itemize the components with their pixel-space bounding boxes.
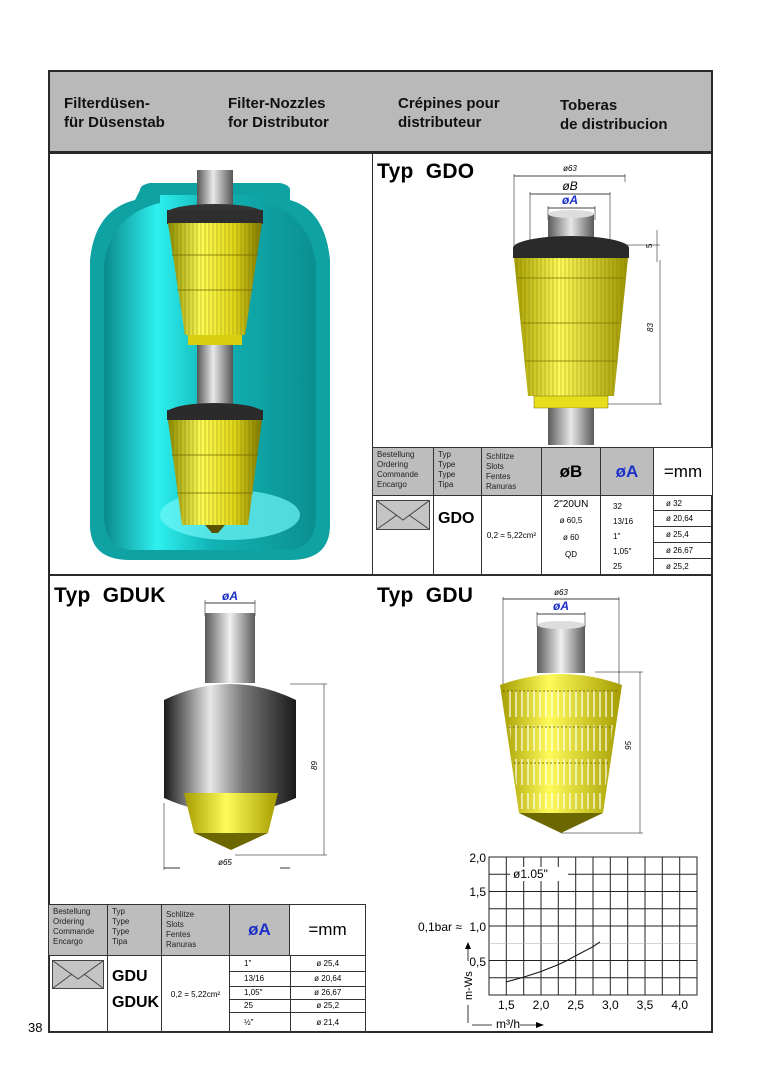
svg-text:1,5: 1,5: [498, 998, 515, 1012]
header-es-line1: Toberas: [560, 97, 618, 114]
chart-bar-note: 0,1bar ≈: [418, 920, 462, 934]
chart-series-line: [506, 941, 601, 983]
gduk-title-model: GDUK: [102, 584, 166, 607]
svg-text:ø65: ø65: [218, 858, 232, 867]
page-header-band: Filterdüsen- für Düsenstab Filter-Nozzle…: [48, 70, 713, 153]
svg-text:3,5: 3,5: [637, 998, 654, 1012]
envelope-icon: [52, 960, 104, 989]
svg-text:øB: øB: [562, 179, 577, 193]
gdu-title-prefix: Typ: [377, 584, 414, 607]
pressure-loss-chart: ø1.05" 2,0 1,5 1,0 0,5 0,1bar ≈ 1,5 2,0 …: [418, 851, 698, 1031]
gdo-order-cell: [372, 495, 434, 575]
svg-text:øA: øA: [222, 589, 238, 603]
header-title-en: Filter-Nozzles for Distributor: [228, 94, 329, 132]
svg-text:4,0: 4,0: [671, 998, 688, 1012]
svg-text:95: 95: [624, 741, 633, 750]
gdo-header-a: øA: [600, 447, 654, 496]
gduk-title-prefix: Typ: [54, 584, 91, 607]
svg-text:2,0: 2,0: [469, 851, 486, 865]
svg-text:ø63: ø63: [563, 164, 577, 173]
divider-horizontal: [48, 574, 713, 576]
svg-text:1,5: 1,5: [469, 885, 486, 899]
gduk-title: Typ GDUK: [54, 584, 178, 608]
gdu-title: Typ GDU: [377, 584, 485, 608]
gdu-slots-value: 0,2 = 5,22cm²: [161, 955, 230, 1033]
chart-x-ticks: 1,5 2,0 2,5 3,0 3,5 4,0: [498, 998, 688, 1012]
gdo-header-mm: =mm: [653, 447, 713, 496]
svg-text:2,0: 2,0: [533, 998, 550, 1012]
gduk-drawing: øA 89 ø65: [163, 589, 327, 870]
gdu-drawing: ø63 øA 95: [500, 588, 643, 834]
divider-vertical-top: [372, 153, 373, 576]
svg-text:83: 83: [646, 323, 655, 332]
header-en-line1: Filter-Nozzles: [228, 95, 326, 112]
chart-x-label: m³/h: [496, 1017, 520, 1031]
svg-text:2,5: 2,5: [567, 998, 584, 1012]
svg-text:øA: øA: [562, 193, 578, 207]
header-de-line2: für Düsenstab: [64, 114, 165, 131]
gdo-title-model: GDO: [425, 160, 475, 183]
header-de-line1: Filterdüsen-: [64, 95, 150, 112]
gdu-models: GDU GDUK: [107, 955, 162, 1033]
svg-text:ø63: ø63: [554, 588, 568, 597]
page-number: 38: [28, 1020, 43, 1035]
gdu-header-mm: =mm: [289, 904, 366, 956]
svg-text:1,0: 1,0: [469, 920, 486, 934]
gdo-model: GDO: [433, 495, 482, 575]
gdu-model: GDU: [112, 968, 148, 985]
gdo-a-values: 32 13/16 1" 1,05" 25: [600, 495, 654, 575]
header-title-fr: Crépines pour distributeur: [398, 94, 500, 132]
envelope-icon: [376, 500, 430, 530]
gdo-mm-values: ø 32 ø 20,64 ø 25,4 ø 26,67 ø 25,2: [653, 495, 713, 575]
gdu-order-cell: [48, 955, 108, 1033]
gdu-title-model: GDU: [425, 584, 474, 607]
chart-annotation: ø1.05": [513, 867, 548, 881]
chart-y-label: m-Ws: [463, 971, 475, 1000]
gdo-b-values: 2"20UN ø 60,5 ø 60 QD: [541, 495, 601, 575]
svg-text:5: 5: [645, 243, 654, 248]
gdo-title-prefix: Typ: [377, 160, 414, 183]
chart-y-ticks: 2,0 1,5 1,0 0,5: [469, 851, 486, 969]
gdo-table-data-row: GDO 0,2 = 5,22cm² 2"20UN ø 60,5 ø 60 QD …: [372, 495, 713, 575]
gdo-drawing: ø63 øB øA 5 83: [513, 164, 662, 445]
main-frame: [48, 153, 713, 1033]
svg-text:3,0: 3,0: [602, 998, 619, 1012]
gdo-slots-value: 0,2 = 5,22cm²: [481, 495, 542, 575]
tank-illustration: [90, 170, 330, 560]
gduk-model: GDUK: [112, 994, 160, 1011]
header-title-de: Filterdüsen- für Düsenstab: [64, 94, 165, 132]
gdo-header-b: øB: [541, 447, 601, 496]
header-fr-line1: Crépines pour: [398, 95, 500, 112]
header-title-es: Toberas de distribucion: [560, 96, 668, 134]
gdu-header-a: øA: [229, 904, 290, 956]
gdo-title: Typ GDO: [377, 160, 486, 184]
svg-text:øA: øA: [553, 599, 569, 613]
header-es-line2: de distribucion: [560, 116, 668, 133]
svg-text:89: 89: [310, 761, 319, 770]
svg-text:0,5: 0,5: [469, 955, 486, 969]
header-fr-line2: distributeur: [398, 114, 482, 131]
header-en-line2: for Distributor: [228, 114, 329, 131]
